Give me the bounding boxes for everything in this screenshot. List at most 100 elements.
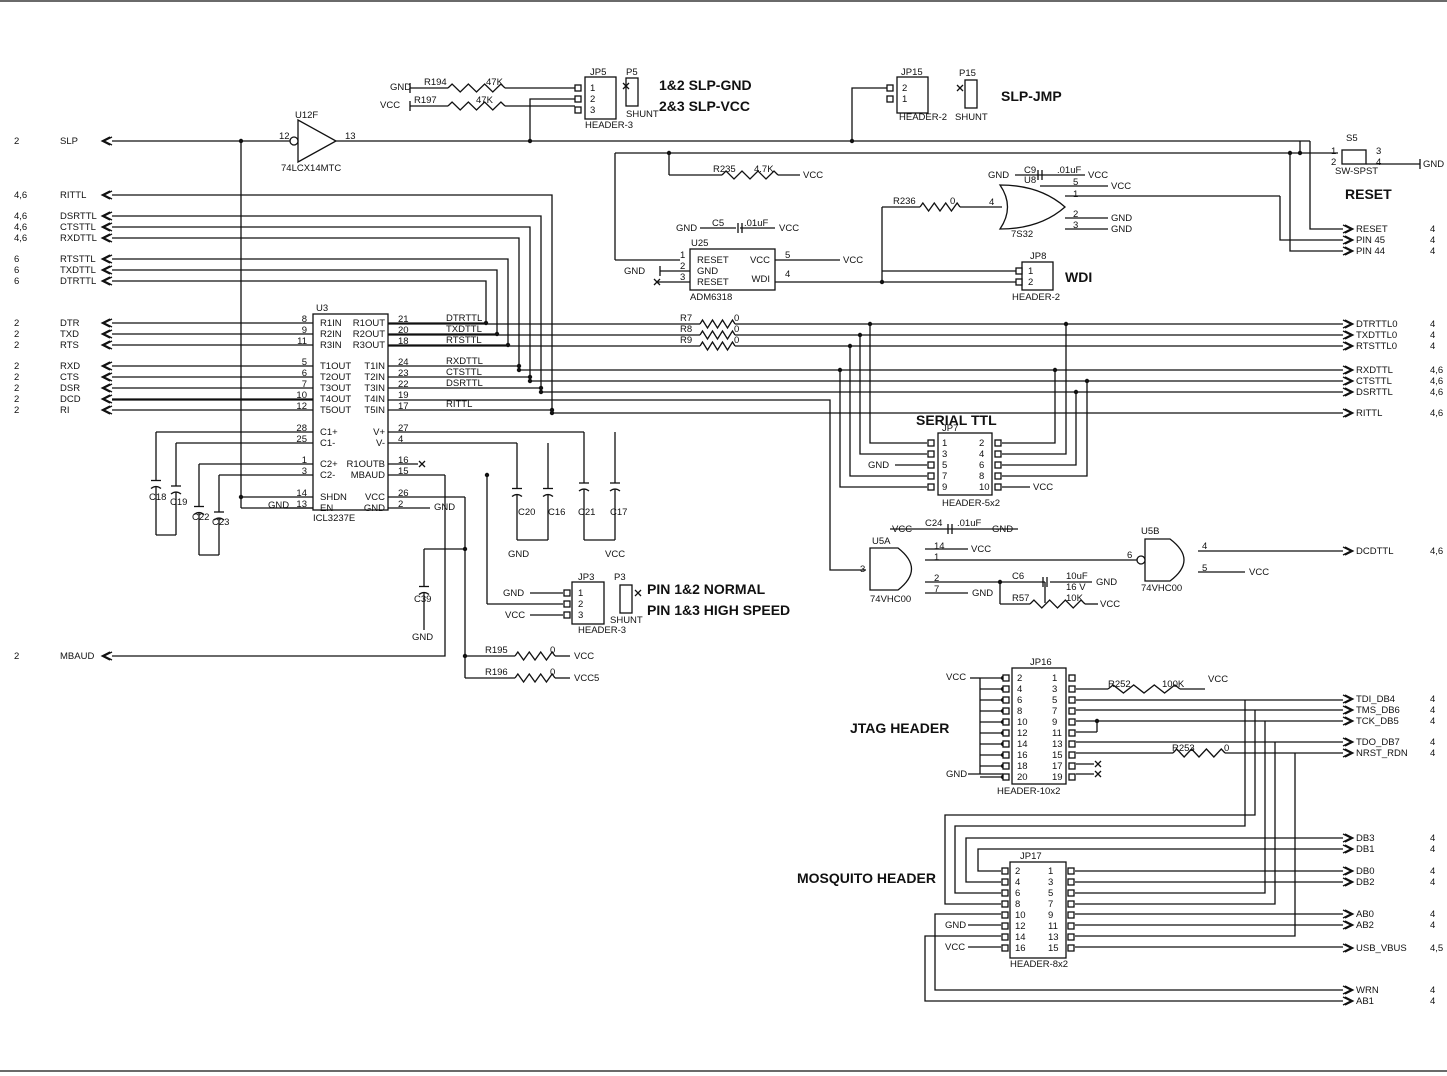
pin-number: 12 xyxy=(296,401,307,412)
u12f-ref: U12F xyxy=(295,110,318,121)
vcc-label: VCC xyxy=(892,524,912,535)
pin-number: 3 xyxy=(578,610,583,621)
port-ref-right: 4 xyxy=(1430,909,1435,920)
port-right-nrst-rdn xyxy=(1342,748,1355,758)
pin-name: T2IN xyxy=(364,372,385,383)
port-name-mbaud: MBAUD xyxy=(60,651,94,662)
port-left-rittl xyxy=(100,190,113,200)
pin-number: 2 xyxy=(1331,157,1336,168)
port-ref: 4,6 xyxy=(14,233,27,244)
port-name-right: DB1 xyxy=(1356,844,1374,855)
port-left-dtrttl xyxy=(100,276,113,286)
gnd-label: GND xyxy=(988,170,1009,181)
pin-number: 9 xyxy=(302,325,307,336)
u25-part: ADM6318 xyxy=(690,292,732,303)
wire xyxy=(112,258,509,346)
pin-number: 1 xyxy=(1052,673,1057,684)
pin-number: 7 xyxy=(1052,706,1057,717)
port-left-ri xyxy=(100,405,113,415)
u8-part: 7S32 xyxy=(1011,229,1033,240)
ttl-net-label: RITTL xyxy=(446,399,472,410)
junction-dot xyxy=(1073,389,1079,395)
wire xyxy=(1289,153,1343,252)
junction-dot xyxy=(484,472,490,478)
port-name-right: TMS_DB6 xyxy=(1356,705,1400,716)
gnd-label: GND xyxy=(503,588,524,599)
r235-ref: R235 xyxy=(713,164,736,175)
port-name-right: RESET xyxy=(1356,224,1388,235)
r57-value: 10K xyxy=(1066,593,1084,604)
pin-number: 21 xyxy=(398,314,409,325)
pin-marker xyxy=(1068,729,1076,737)
pin-marker xyxy=(1001,867,1009,875)
pin-number: 15 xyxy=(398,466,409,477)
pin-marker xyxy=(1002,718,1010,726)
pin-marker xyxy=(1068,718,1076,726)
r236 xyxy=(919,201,961,213)
port-ref-right: 4 xyxy=(1430,920,1435,931)
port-left-dcd xyxy=(100,394,113,404)
pin-marker xyxy=(1002,751,1010,759)
pin-number: 13 xyxy=(1048,932,1059,943)
r197-ref: R197 xyxy=(414,95,437,106)
u25-ic-body xyxy=(689,248,776,291)
wire xyxy=(965,837,1343,883)
port-ref-right: 4,5 xyxy=(1430,943,1443,954)
pin-number: 7 xyxy=(302,379,307,390)
junction-dot xyxy=(516,363,522,369)
r194 xyxy=(447,83,506,93)
junction-dot xyxy=(1052,367,1058,373)
c18-plate xyxy=(150,485,162,490)
jp16-part: HEADER-10x2 xyxy=(997,786,1060,797)
port-right-rittl xyxy=(1342,408,1355,418)
jp7-header xyxy=(937,432,993,496)
u12f-bubble xyxy=(289,136,299,146)
vcc-label: VCC xyxy=(574,651,594,662)
port-ref-right: 4,6 xyxy=(1430,408,1443,419)
p15-ref: P15 xyxy=(959,68,976,79)
c39-plate xyxy=(418,591,430,596)
pin-name: C1- xyxy=(320,438,335,449)
pin-name: EN xyxy=(320,503,333,514)
wire xyxy=(112,237,520,367)
pin-number: 14 xyxy=(1017,739,1028,750)
pin-name: T5OUT xyxy=(320,405,351,416)
port-left-rts xyxy=(100,340,113,350)
pin-marker xyxy=(1067,933,1075,941)
pin-number: 6 xyxy=(1017,695,1022,706)
vcc-label: VCC xyxy=(843,255,863,266)
port-name-right: TDI_DB4 xyxy=(1356,694,1395,705)
jp8-ref: JP8 xyxy=(1030,251,1046,262)
pin-marker xyxy=(1068,762,1076,770)
pin-number: 1 xyxy=(302,455,307,466)
pin-marker xyxy=(1001,900,1009,908)
wdi-note: WDI xyxy=(1065,269,1092,285)
pin-number: 3 xyxy=(1073,220,1078,231)
pin-number: 11 xyxy=(297,336,307,347)
port-left-slp xyxy=(100,136,113,146)
port-right-reset xyxy=(1342,224,1355,234)
wire xyxy=(1002,392,1077,466)
wire xyxy=(924,935,1343,1002)
pin-number: 4 xyxy=(979,449,984,460)
pin-marker xyxy=(1067,922,1075,930)
port-name-right: DCDTTL xyxy=(1356,546,1393,557)
pin-number: 5 xyxy=(942,460,947,471)
pin-number: 9 xyxy=(1052,717,1057,728)
wire xyxy=(529,98,575,141)
vcc-label: VCC xyxy=(1088,170,1108,181)
r252 xyxy=(1107,684,1181,694)
pin-number: 2 xyxy=(1028,277,1033,288)
pin-marker xyxy=(1068,751,1076,759)
r9 xyxy=(699,340,736,352)
pin-number: 5 xyxy=(1073,177,1078,188)
pin-marker xyxy=(1068,773,1076,781)
p15-part: SHUNT xyxy=(955,112,988,123)
vcc-label: VCC xyxy=(505,610,525,621)
port-name-rxd: RXD xyxy=(60,361,80,372)
gnd-label: GND xyxy=(508,549,529,560)
pin-name: SHDN xyxy=(320,492,347,503)
c5-value: .01uF xyxy=(744,218,768,229)
jtag-title: JTAG HEADER xyxy=(850,720,949,736)
